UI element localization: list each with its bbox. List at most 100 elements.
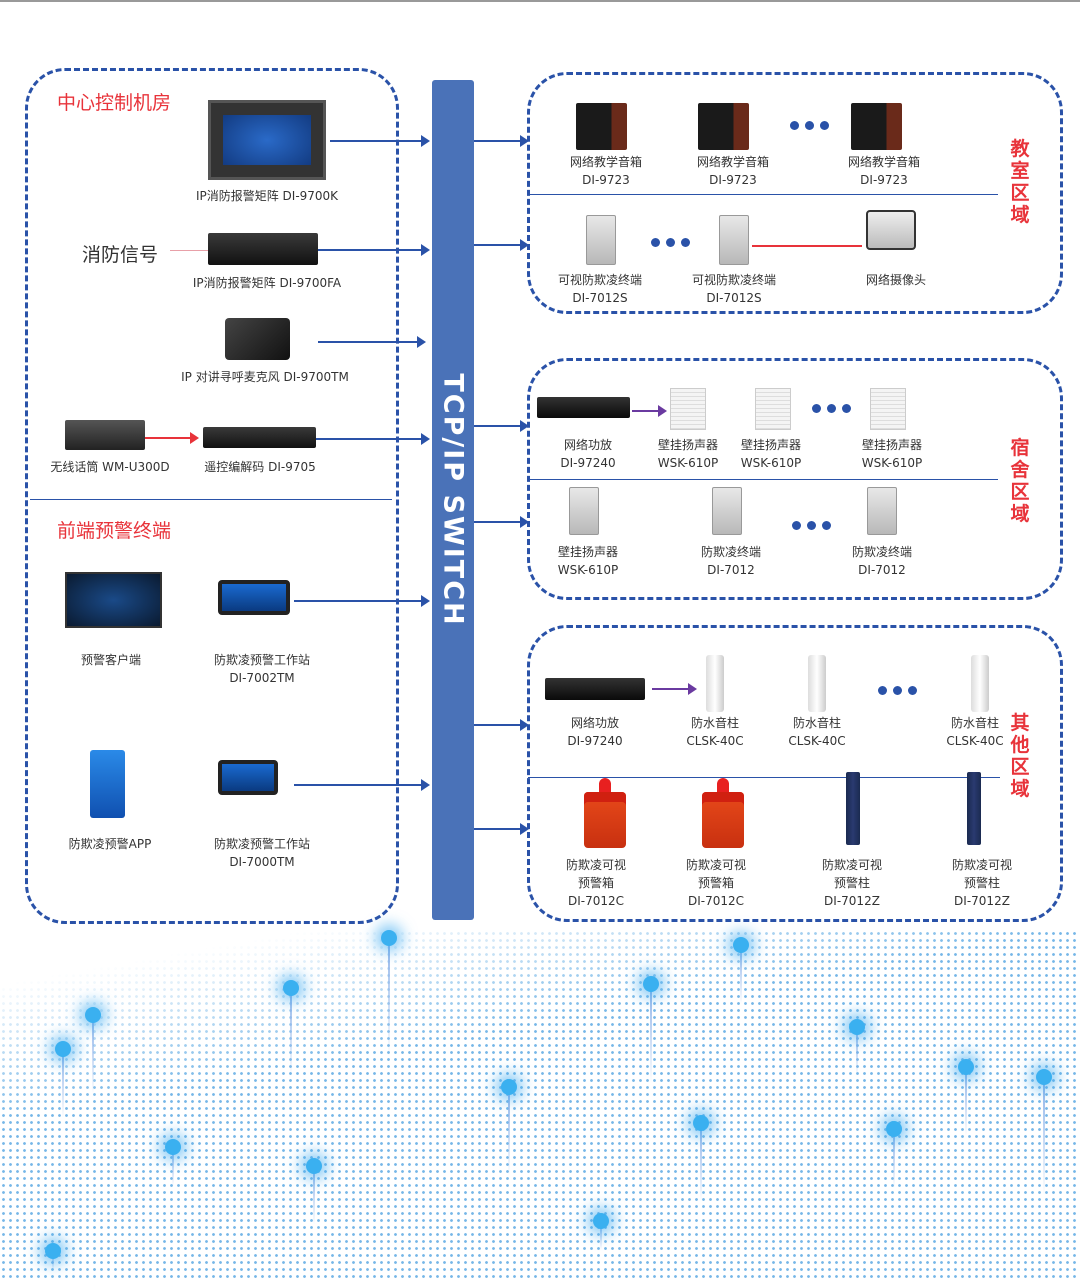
label-line: 预警柱 [833, 876, 871, 890]
ellipsis-dots [812, 404, 857, 413]
decorative-glow-dot [958, 1059, 974, 1075]
top-border [0, 0, 1080, 2]
device-label: 壁挂扬声器 WSK-610P [558, 543, 619, 579]
mic-to-decoder-arrow [145, 432, 199, 444]
ellipsis-dots [651, 238, 696, 247]
label-line: IP 对讲寻呼麦克风 DI-9700TM [181, 370, 349, 384]
decorative-light-pole [965, 1066, 967, 1136]
decorative-glow-dot [849, 1019, 865, 1035]
workstation-icon [218, 580, 290, 615]
intercom-panel-icon [867, 487, 897, 535]
decorative-glow-dot [886, 1121, 902, 1137]
label-line: 网络教学音箱 [696, 155, 770, 169]
monitor-rack-icon [208, 100, 326, 180]
decorative-glow-dot [283, 980, 299, 996]
label-line: 防水音柱 [792, 716, 841, 730]
fire-signal-line [170, 250, 208, 251]
panel-camera-line [752, 245, 862, 247]
label-line: 防欺凌预警APP [68, 837, 152, 851]
switch-link-arrow [474, 719, 529, 731]
decorative-light-pole [290, 987, 292, 1077]
device-label: IP消防报警矩阵 DI-9700K [196, 187, 338, 205]
phone-app-icon [90, 750, 125, 818]
decorative-glow-dot [55, 1041, 71, 1057]
link-arrow [294, 779, 430, 791]
rack-unit-icon [203, 427, 316, 448]
control-room-panel [25, 68, 399, 924]
label-line: 预警柱 [963, 876, 1001, 890]
camera-icon [866, 210, 916, 250]
decorative-light-pole [856, 1026, 858, 1076]
decorative-light-pole [600, 1220, 602, 1250]
tcpip-switch: TCP/IP SWITCH [432, 80, 474, 920]
label-line: 防欺凌预警工作站 [213, 837, 311, 851]
switch-link-arrow [474, 135, 529, 147]
decorative-light-pole [313, 1165, 315, 1225]
label-line: WSK-610P [557, 563, 619, 577]
wireless-mic-icon [65, 420, 145, 450]
decorative-light-pole [92, 1014, 94, 1094]
device-label: 预警客户端 [81, 651, 141, 669]
column-speaker-icon [971, 655, 989, 712]
label-line: IP消防报警矩阵 DI-9700K [195, 189, 339, 203]
wall-speaker-icon [670, 388, 706, 430]
label-line: DI-7012C [687, 894, 745, 908]
decorative-glow-dot [643, 976, 659, 992]
decorative-glow-dot [733, 937, 749, 953]
device-label: 网络摄像头 [866, 271, 926, 289]
classroom-divider [528, 194, 998, 195]
device-label: 防欺凌可视预警柱 DI-7012Z [952, 856, 1012, 910]
label-line: DI-7012S [572, 291, 628, 305]
label-line: DI-7012Z [954, 894, 1010, 908]
section-title-frontend: 前端预警终端 [57, 520, 172, 542]
decorative-glow-dot [165, 1139, 181, 1155]
link-arrow [316, 433, 430, 445]
label-line: DI-9723 [582, 173, 630, 187]
label-line: 壁挂扬声器 [861, 438, 922, 452]
client-screen-icon [65, 572, 162, 628]
speaker-box-icon [576, 103, 627, 150]
rack-unit-icon [208, 233, 318, 265]
device-label: IP 对讲寻呼麦克风 DI-9700TM [181, 368, 349, 386]
alarm-box-icon [702, 778, 744, 848]
label-line: 防欺凌预警工作站 [213, 653, 311, 667]
label-line: 壁挂扬声器 [657, 438, 718, 452]
label-line: 防欺凌终端 [851, 545, 913, 559]
amplifier-icon [545, 678, 645, 700]
decorative-glow-dot [85, 1007, 101, 1023]
label-line: 遥控编解码 DI-9705 [204, 460, 316, 474]
amp-column-arrow [652, 683, 697, 695]
decorative-glow-dot [381, 930, 397, 946]
speaker-box-icon [851, 103, 902, 150]
link-arrow [330, 135, 430, 147]
switch-link-arrow [474, 420, 529, 432]
device-label: 防欺凌预警APP [69, 835, 152, 853]
label-line: DI-7000TM [229, 855, 295, 869]
device-label: 无线话筒 WM-U300D [50, 458, 169, 476]
decorative-light-pole [508, 1086, 510, 1176]
decorative-light-pole [388, 937, 390, 1057]
ellipsis-dots [878, 686, 923, 695]
device-label: 防欺凌预警工作站 DI-7000TM [214, 835, 310, 871]
label-line: CLSK-40C [946, 734, 1004, 748]
intercom-panel-icon [586, 215, 616, 265]
decorative-glow-dot [501, 1079, 517, 1095]
workstation-icon [218, 760, 278, 795]
alarm-pillar-icon [846, 772, 860, 845]
label-line: 预警箱 [577, 876, 615, 890]
label-line: DI-9723 [709, 173, 757, 187]
wall-speaker-icon [755, 388, 791, 430]
label-line: 防欺凌可视 [951, 858, 1013, 872]
intercom-panel-icon [719, 215, 749, 265]
decorative-dot-wave [0, 930, 1080, 1280]
label-line: 壁挂扬声器 [557, 545, 618, 559]
